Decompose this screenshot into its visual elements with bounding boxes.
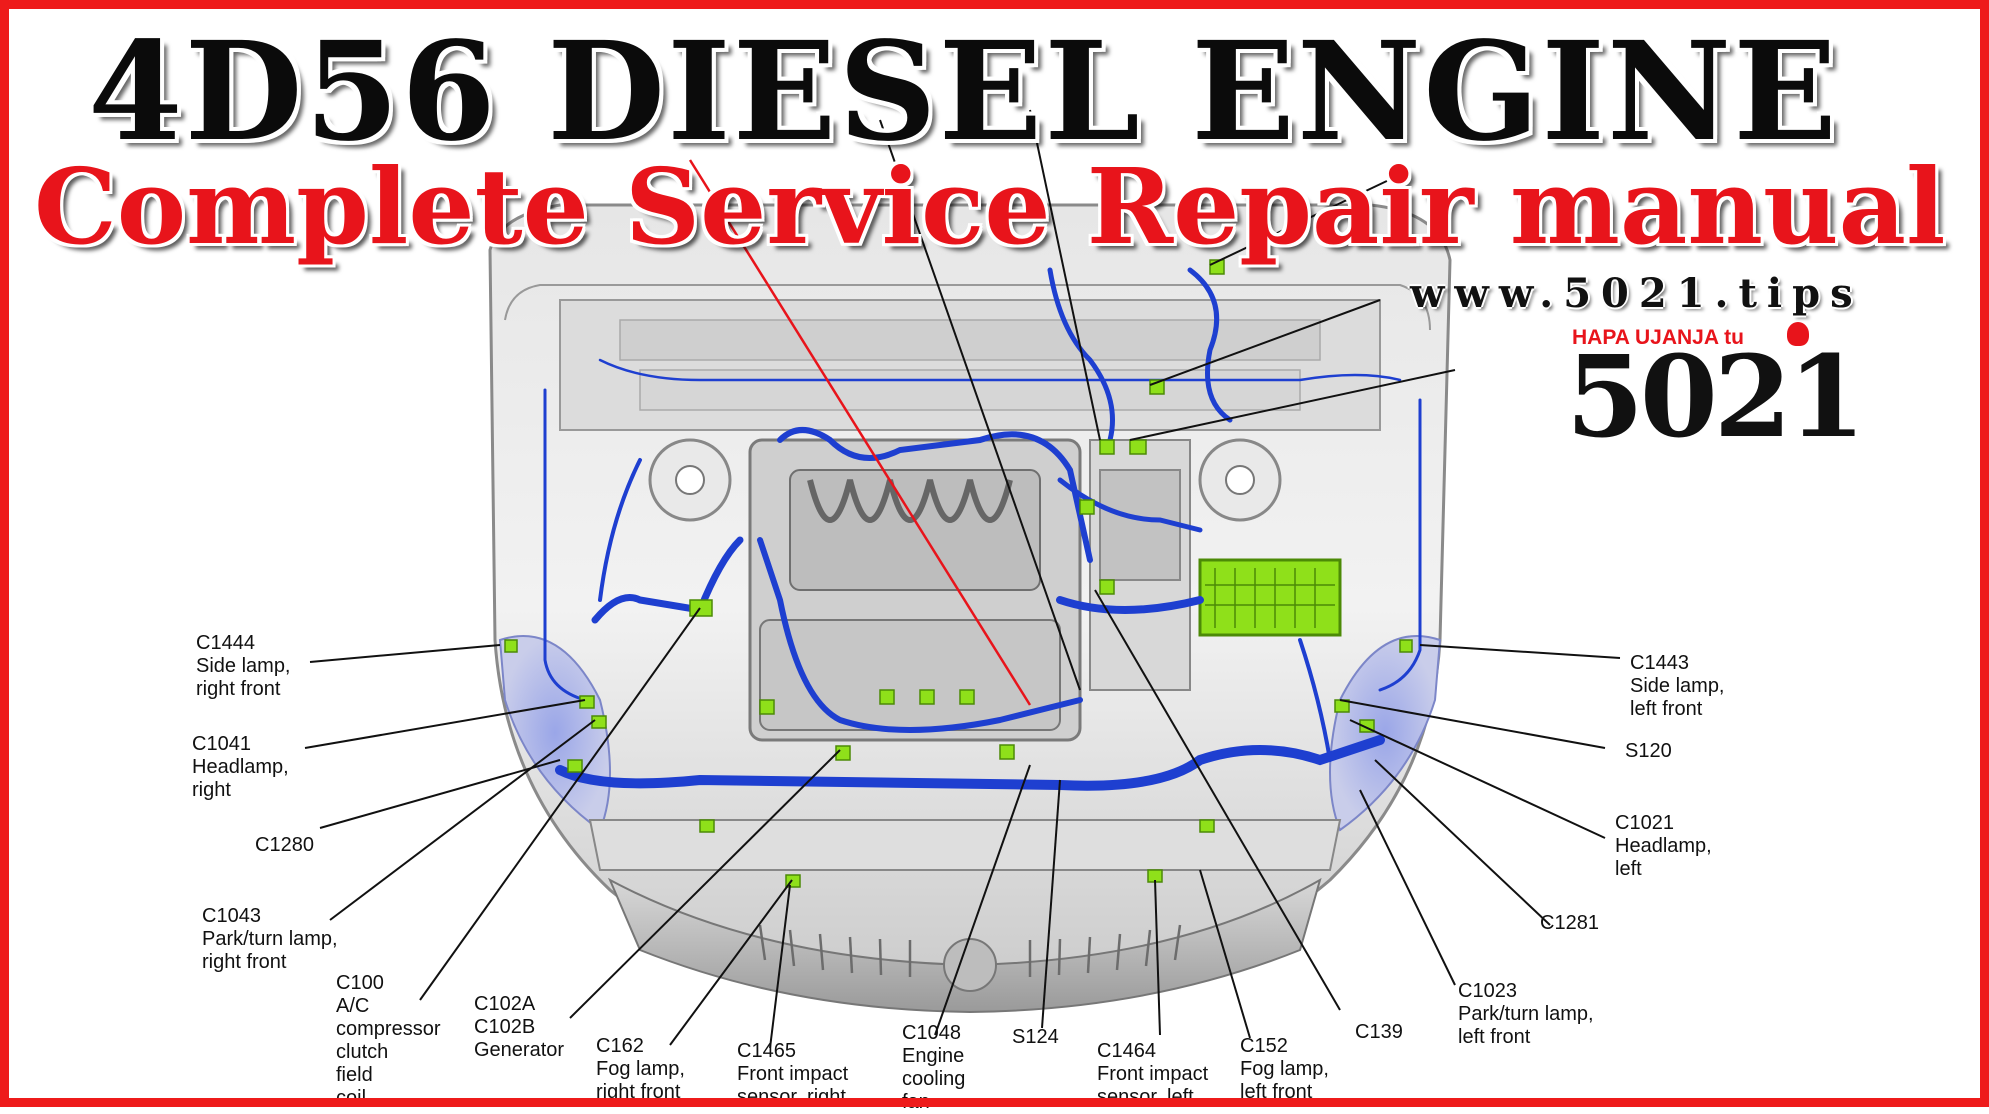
fuse-box — [1198, 558, 1342, 637]
logo-dot-icon — [1787, 322, 1809, 346]
label-c1021: C1021 Headlamp, left — [1615, 812, 1712, 880]
label-c1041: C1041 Headlamp, right — [192, 733, 289, 801]
label-c162: C162 Fog lamp, right front — [596, 1035, 685, 1103]
label-c1465: C1465 Front impact sensor, right — [737, 1040, 849, 1108]
subtitle: Complete Service Repair manual — [34, 145, 1946, 268]
website-url[interactable]: www.5021.tips — [1410, 270, 1863, 317]
logo-number: 5021 — [1566, 332, 1866, 463]
connectors — [504, 259, 1413, 888]
label-c1281: C1281 — [1540, 912, 1599, 934]
engine-block — [748, 438, 1191, 742]
label-c1443: C1443 Side lamp, left front — [1630, 652, 1725, 720]
label-s124: S124 — [1012, 1026, 1059, 1048]
label-c1048: C1048 Engine cooling fan — [902, 1022, 966, 1113]
label-c1464: C1464 Front impact sensor, left — [1097, 1040, 1209, 1108]
red-leader-line — [688, 159, 1032, 706]
label-c152: C152 Fog lamp, left front — [1240, 1035, 1329, 1103]
label-s120: S120 — [1625, 740, 1672, 762]
label-c139: C139 — [1355, 1021, 1403, 1043]
label-c1444: C1444 Side lamp, right front — [196, 632, 291, 700]
logo-tagline: HAPA UJANJA tu — [1572, 326, 1744, 349]
car-body — [488, 203, 1452, 1014]
leader-lines — [304, 109, 1621, 1049]
label-c102: C102A C102B Generator — [474, 993, 565, 1061]
label-c100: C100 A/C compressor clutch field coil — [336, 972, 441, 1109]
wiring-harness — [543, 267, 1422, 791]
label-c1043: C1043 Park/turn lamp, right front — [202, 905, 338, 973]
title: 4D56 DIESEL ENGINE — [88, 12, 1839, 172]
label-c1280: C1280 — [255, 834, 314, 856]
label-c1023: C1023 Park/turn lamp, left front — [1458, 980, 1594, 1048]
